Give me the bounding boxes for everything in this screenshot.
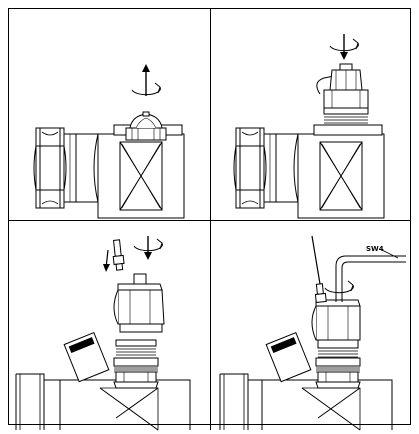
rotate-counterclockwise-arrow-up-icon [131,64,161,96]
panel-grid [8,8,411,430]
panel-step-2 [233,34,385,219]
insert-pin-arrow-down-icon [103,236,163,272]
wrench-size-label: SW4 [366,245,384,253]
panel-step-1 [33,64,185,219]
panel-step-4: SW4 [219,235,406,431]
hex-key-rotate-icon [324,248,406,302]
rotate-arrow-down-icon [329,34,359,60]
panel-step-3 [15,236,191,431]
